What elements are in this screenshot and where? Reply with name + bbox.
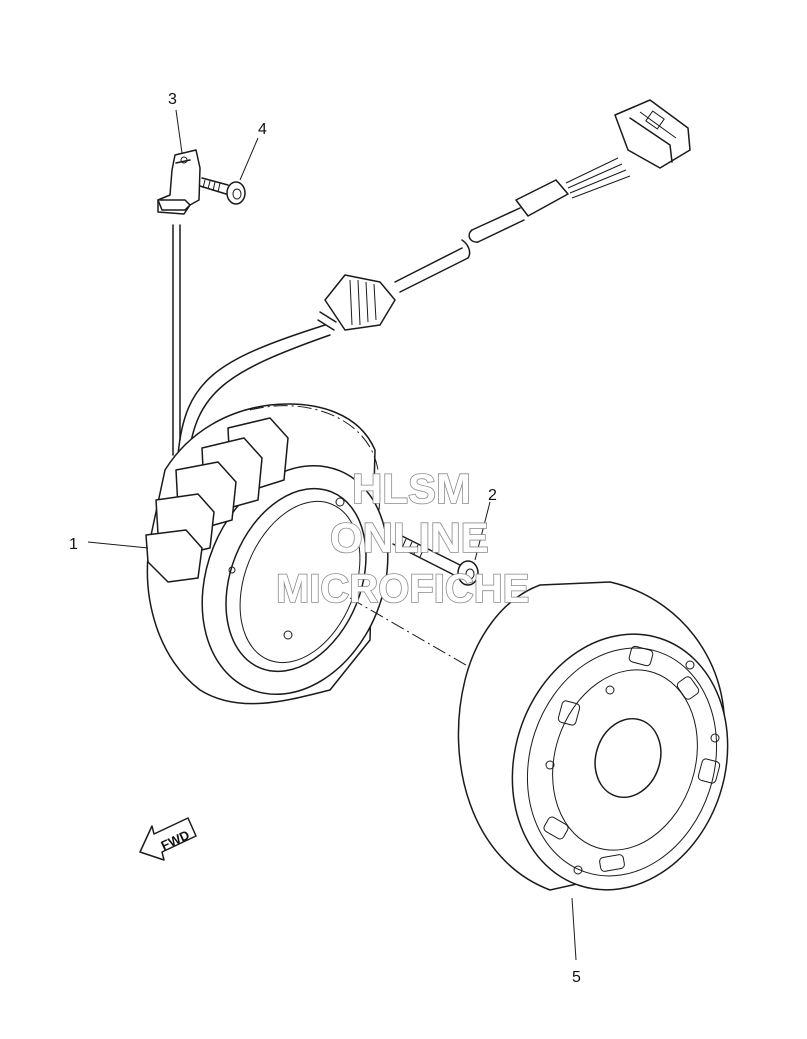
callout-4: 4 <box>258 121 267 138</box>
callout-1: 1 <box>69 536 78 553</box>
fwd-arrow-icon: FWD <box>139 817 197 861</box>
clamp-bracket-part[interactable] <box>157 149 201 215</box>
callout-5: 5 <box>572 969 581 986</box>
rotor-part[interactable] <box>457 581 760 918</box>
wire-harness <box>172 99 691 461</box>
callout-2: 2 <box>488 487 497 504</box>
callout-3: 3 <box>168 91 177 108</box>
bolt-part[interactable] <box>392 533 479 586</box>
screw-part[interactable] <box>199 177 246 205</box>
svg-text:HLSM: HLSM <box>352 465 471 512</box>
leader-lines <box>87 109 577 961</box>
svg-text:ONLINE: ONLINE <box>330 514 489 561</box>
stator-part[interactable] <box>145 403 421 722</box>
svg-text:MICROFICHE: MICROFICHE <box>276 567 529 611</box>
watermark: HLSM ONLINE MICROFICHE <box>275 464 530 612</box>
axis-centerline <box>349 597 479 673</box>
